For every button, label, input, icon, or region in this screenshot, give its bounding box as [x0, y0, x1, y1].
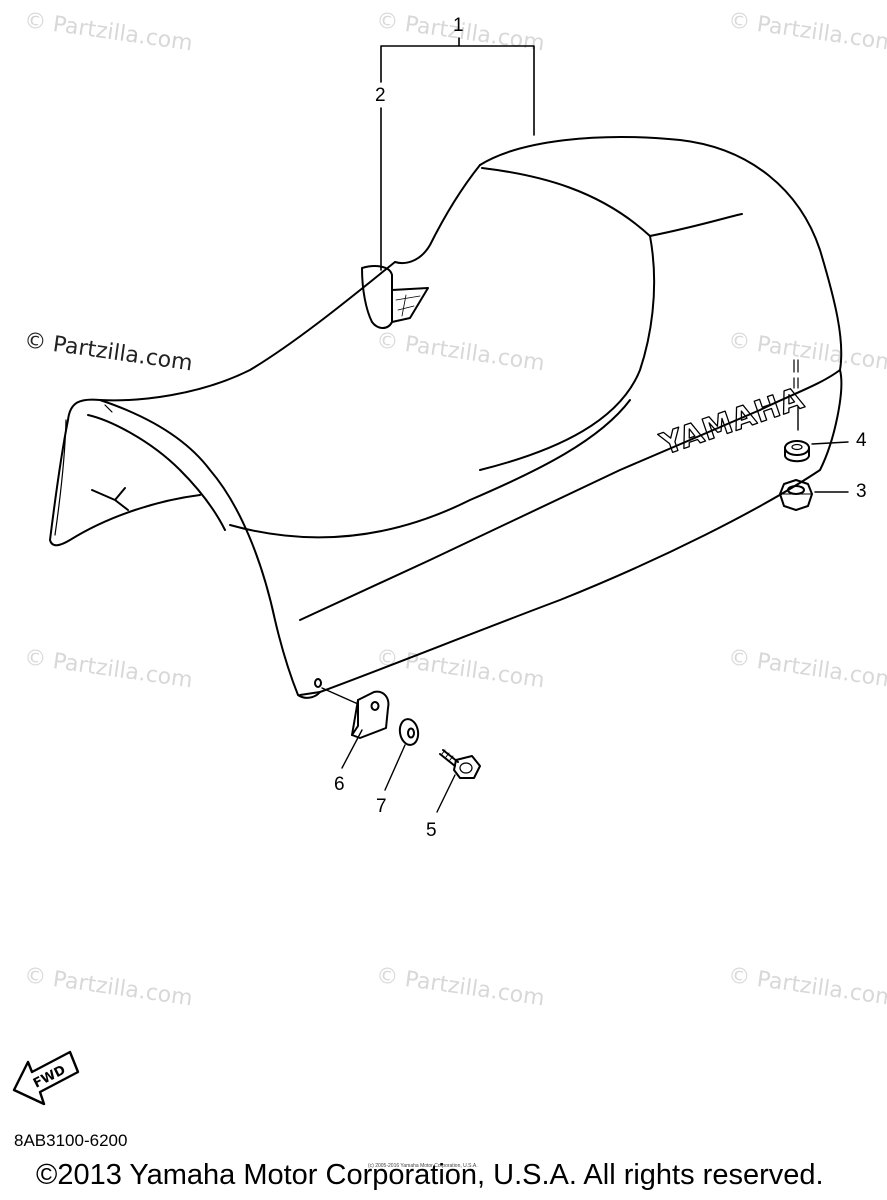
fwd-arrow-icon [12, 1050, 80, 1106]
callout-2: 2 [375, 85, 386, 106]
seat-assembly [49, 136, 843, 699]
callout-4: 4 [856, 430, 867, 451]
bolt-part-5 [439, 749, 481, 779]
washer-part-7 [398, 718, 420, 746]
part-code: 8AB3100-6200 [14, 1131, 128, 1150]
callout-3: 3 [856, 481, 867, 502]
callout-6: 6 [334, 774, 345, 795]
copyright-notice: ©2013 Yamaha Motor Corporation, U.S.A. A… [36, 1159, 824, 1191]
callout-5: 5 [426, 820, 437, 841]
nut-part-3 [779, 479, 813, 511]
callout-leaders [321, 37, 849, 813]
grommet-part-4 [784, 440, 810, 463]
copyright-small: (c) 2005-2016 Yamaha Motor Corporation, … [368, 1163, 478, 1169]
callout-1: 1 [453, 15, 464, 36]
bracket-part-6 [351, 690, 390, 739]
callout-7: 7 [376, 796, 387, 817]
